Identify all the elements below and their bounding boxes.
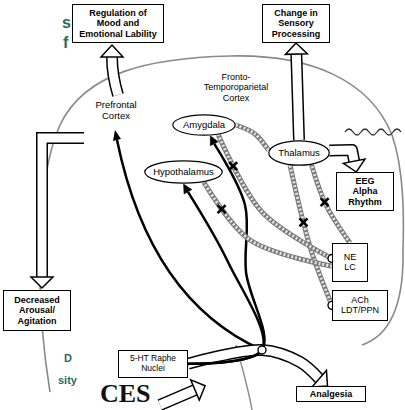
oval-shape [145, 161, 222, 183]
hollow-arrow-head [101, 45, 123, 57]
brain-region-oval: Thalamus [268, 140, 330, 166]
hollow-arrow-outline [160, 390, 195, 405]
inhibited-pathway [204, 182, 332, 266]
hollow-arrow-fill [112, 57, 118, 95]
cropped-text: f [63, 34, 68, 52]
node-text: Analgesia [310, 389, 353, 399]
inhibited-pathway [236, 125, 269, 150]
hollow-arrow-outline [112, 57, 118, 95]
arrow-head [113, 130, 121, 141]
block-mark [299, 218, 307, 226]
hollow-arrow-head [312, 370, 328, 387]
effect-box: Change in Sensory Processing [262, 4, 330, 43]
effect-box: Regulation of Mood and Emotional Labilit… [72, 4, 164, 43]
hollow-arrow-fill [42, 138, 84, 277]
hollow-arrow-head [31, 277, 53, 288]
nucleus-box: ACh LDT/PPN [332, 290, 388, 321]
effect-box: Analgesia [296, 386, 366, 402]
brain-region-oval: Amygdala [172, 114, 236, 136]
arrow-head [184, 184, 192, 194]
projection-arrow [117, 140, 262, 350]
cropped-text: s [62, 14, 71, 32]
projection-arrow [285, 43, 307, 140]
hollow-arrow-fill [296, 54, 299, 140]
hatched-pathway-stripes [236, 125, 269, 150]
hollow-arrow-head [191, 380, 205, 400]
cropped-text: sity [58, 374, 77, 387]
nucleus-box: NE LC [332, 243, 368, 282]
oval-shape [269, 141, 329, 165]
hatched-pathway-stripes [204, 182, 332, 266]
brain-outline [40, 56, 404, 392]
node-text: ACh LDT/PPN [338, 295, 382, 316]
projection-arrow [184, 184, 264, 364]
node-text: Hypothalamus [153, 167, 214, 178]
block-mark [229, 162, 237, 170]
node-text: Change in Sensory Processing [266, 8, 326, 39]
hollow-arrow-fill [160, 390, 195, 405]
hollow-arrow-outline [296, 54, 299, 140]
effect-box: EEG Alpha Rhythm [336, 172, 394, 211]
block-mark [218, 205, 226, 213]
region-label: Prefrontal Cortex [88, 100, 144, 122]
node-text: Decreased Arousal/ Agitation [8, 295, 66, 326]
hollow-arrow-outline [329, 150, 354, 161]
cropped-text: D [64, 352, 72, 365]
effect-box: Decreased Arousal/ Agitation [3, 290, 71, 331]
node-text: Amygdala [183, 120, 225, 131]
brain-region-oval: Hypothalamus [144, 160, 223, 184]
node-text: EEG Alpha Rhythm [344, 176, 386, 207]
hollow-arrow-outline [42, 138, 84, 277]
node-text: NE LC [342, 252, 358, 273]
hatched-pathway [236, 125, 269, 150]
eeg-wave [345, 129, 401, 135]
nucleus-box: 5-HT Raphe Nuclei [118, 350, 188, 378]
projection-arrow [329, 150, 365, 172]
node-text: 5-HT Raphe Nuclei [123, 354, 183, 374]
hollow-arrow-fill [329, 150, 354, 161]
block-mark [321, 198, 329, 206]
region-label: Fronto- Temporoparietal Cortex [198, 72, 274, 103]
hatched-pathway [218, 135, 332, 259]
hollow-arrow-head [343, 159, 365, 172]
hatched-pathway-stripes [218, 135, 332, 259]
hatched-pathway [204, 182, 332, 266]
node-text: Thalamus [278, 148, 320, 159]
stimulus-label: CES [100, 381, 151, 407]
node-text: Regulation of Mood and Emotional Labilit… [77, 8, 159, 39]
inhibited-pathway [218, 135, 332, 259]
nucleus-dot [258, 346, 266, 354]
hollow-arrow-head [285, 43, 307, 54]
oval-shape [173, 115, 235, 135]
